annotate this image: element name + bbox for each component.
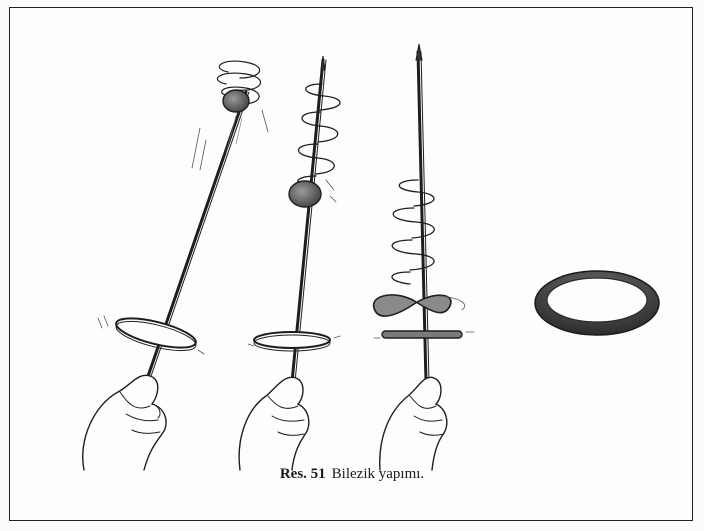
panel-1-spindle: [83, 61, 268, 470]
figure-caption: Res. 51 Bilezik yapımı.: [0, 466, 704, 483]
caption-label: Res. 51: [280, 466, 326, 482]
finished-ring: [535, 271, 659, 335]
caption-text: Bilezik yapımı.: [332, 466, 424, 482]
panel-3-spindle: [374, 44, 474, 470]
panel-2-spindle: [239, 56, 340, 470]
